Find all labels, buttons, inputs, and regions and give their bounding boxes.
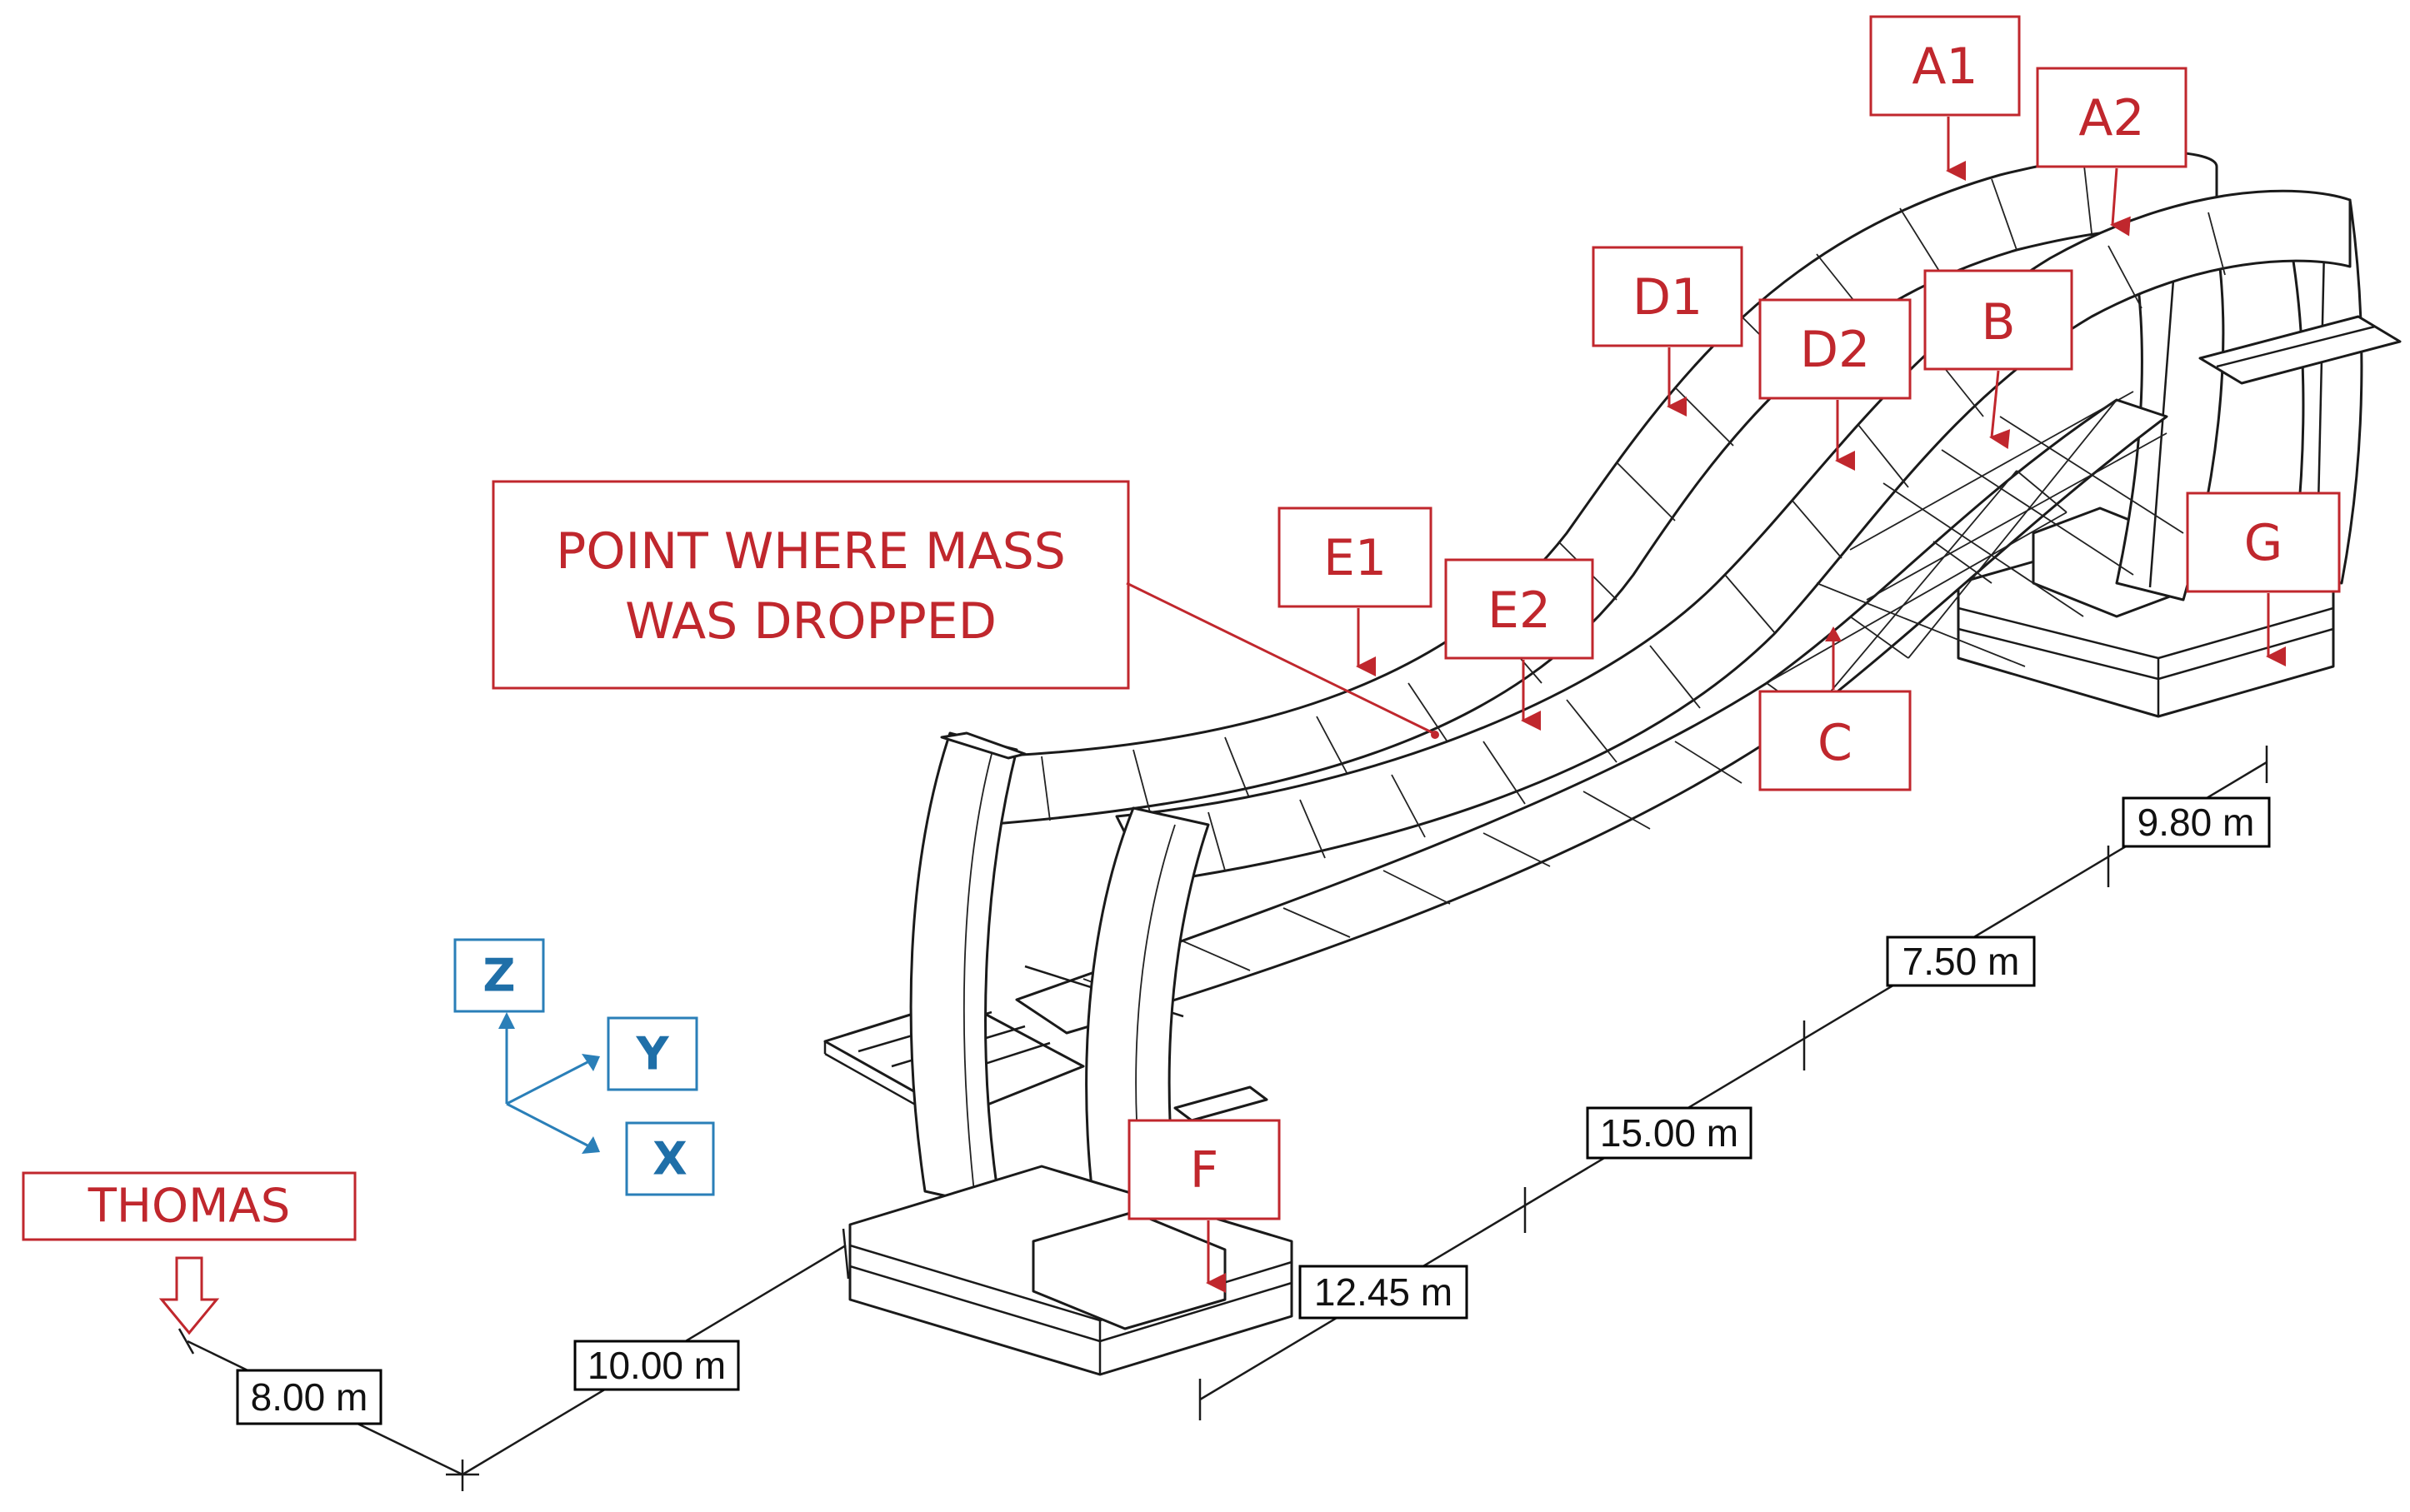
svg-text:THOMAS: THOMAS	[88, 1180, 291, 1234]
axis-y-label: Y	[607, 1016, 698, 1091]
dimension-15m: 15.00 m	[1586, 1106, 1752, 1160]
svg-text:9.80 m: 9.80 m	[2138, 801, 2255, 844]
dimension-10m: 10.00 m	[573, 1340, 740, 1391]
svg-text:Z: Z	[482, 950, 515, 1002]
thomas-arrow-icon	[158, 1256, 220, 1335]
thomas-marker: THOMAS	[22, 1171, 357, 1335]
dimension-12-45m: 12.45 m	[1298, 1265, 1468, 1320]
axis-z-label: Z	[453, 938, 545, 1013]
svg-text:A1: A1	[1912, 37, 1978, 96]
svg-text:A2: A2	[2078, 89, 2144, 147]
svg-text:10.00 m: 10.00 m	[588, 1344, 726, 1387]
label-d2: D2	[1758, 298, 1912, 471]
label-a2: A2	[2036, 67, 2188, 237]
svg-text:B: B	[1981, 293, 2015, 352]
svg-text:E2: E2	[1488, 581, 1551, 640]
inner-arch-rail	[1115, 189, 2352, 885]
label-e2: E2	[1444, 558, 1594, 731]
label-g: G	[2186, 492, 2341, 666]
axis-triad: Z Y X	[453, 938, 715, 1196]
near-piers	[909, 731, 1210, 1251]
svg-text:G: G	[2244, 514, 2283, 572]
svg-text:E1: E1	[1323, 529, 1387, 587]
svg-text:F: F	[1190, 1141, 1219, 1200]
svg-text:12.45 m: 12.45 m	[1314, 1270, 1452, 1314]
dimension-7-50m: 7.50 m	[1886, 936, 2036, 987]
svg-text:D2: D2	[1800, 321, 1870, 379]
svg-text:7.50 m: 7.50 m	[1902, 940, 2020, 983]
label-f: F	[1128, 1119, 1281, 1293]
svg-text:POINT WHERE MASS: POINT WHERE MASS	[556, 522, 1066, 581]
svg-text:Y: Y	[635, 1028, 669, 1080]
axis-x-label: X	[625, 1121, 715, 1196]
label-b: B	[1923, 269, 2073, 450]
label-d1: D1	[1592, 246, 1743, 417]
svg-text:15.00 m: 15.00 m	[1600, 1111, 1738, 1155]
bridge-structure	[823, 151, 2402, 1376]
svg-text:8.00 m: 8.00 m	[251, 1375, 368, 1419]
label-c: C	[1758, 626, 1912, 791]
svg-text:C: C	[1818, 714, 1852, 772]
svg-text:WAS DROPPED: WAS DROPPED	[625, 592, 997, 651]
label-mass-drop-point: POINT WHERE MASS WAS DROPPED	[492, 480, 1439, 739]
dimension-8m: 8.00 m	[236, 1369, 382, 1425]
label-a1: A1	[1869, 15, 2021, 181]
label-e1: E1	[1278, 506, 1432, 676]
svg-text:D1: D1	[1632, 268, 1702, 327]
svg-text:X: X	[652, 1133, 688, 1185]
dimension-9-80m: 9.80 m	[2122, 796, 2271, 848]
